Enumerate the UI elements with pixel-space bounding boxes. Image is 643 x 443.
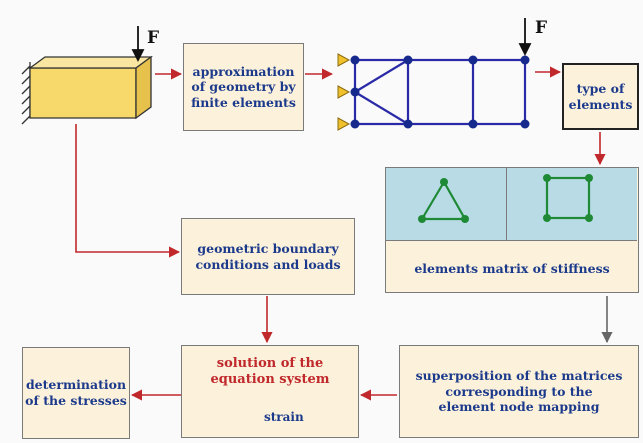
- solution-line: equation system: [210, 372, 330, 388]
- support-triangle: [337, 85, 351, 99]
- elements-matrix-caption: elements matrix of stiffness: [414, 260, 610, 276]
- determination-line: of the stresses: [25, 393, 127, 408]
- boundary-conditions-box: geometric boundary conditions and loads: [181, 218, 355, 295]
- support-triangle: [337, 53, 351, 67]
- fe-mesh: [353, 58, 527, 126]
- boundary-line: geometric boundary: [197, 240, 339, 256]
- mesh-node: [403, 119, 413, 129]
- triangle-cell: [386, 168, 507, 241]
- solution-line: solution of the: [216, 356, 324, 371]
- mesh-node: [350, 55, 360, 65]
- arrow-beam-to-boundary: [75, 124, 181, 258]
- strain-label: strain: [264, 410, 304, 424]
- support-triangle: [337, 117, 351, 131]
- mesh-node: [350, 119, 360, 129]
- mesh-force-label: F: [535, 18, 548, 38]
- superposition-box: superposition of the matrices correspond…: [399, 345, 639, 438]
- approximation-line: approximation: [192, 63, 295, 79]
- approximation-line: of geometry by: [191, 79, 296, 95]
- square-cell: [507, 168, 637, 241]
- beam-force-label: F: [147, 28, 160, 48]
- mesh-node: [350, 87, 360, 97]
- superposition-line: element node mapping: [438, 399, 600, 415]
- superposition-line: superposition of the matrices: [415, 368, 623, 384]
- mesh-nodes: [350, 55, 530, 129]
- boundary-line: conditions and loads: [195, 256, 341, 272]
- determination-line: determination: [25, 377, 127, 393]
- solution-box: solution of the equation system: [181, 345, 359, 438]
- mesh-supports: [337, 53, 351, 131]
- mesh-force-arrow: [518, 18, 532, 57]
- superposition-line: corresponding to the: [445, 383, 593, 399]
- mesh-node: [468, 55, 478, 65]
- type-of-elements-line: elements: [568, 96, 633, 112]
- approximation-box: approximation of geometry by finite elem…: [183, 43, 304, 131]
- type-of-elements-line: type of: [576, 80, 625, 96]
- mesh-node: [520, 119, 530, 129]
- type-of-elements-box: type of elements: [562, 63, 639, 130]
- mesh-node: [520, 55, 530, 65]
- mesh-node: [403, 55, 413, 65]
- beam-force-arrow: [131, 26, 145, 63]
- elements-matrix-box: elements matrix of stiffness: [385, 167, 639, 293]
- cantilever-beam: [28, 55, 153, 120]
- approximation-line: finite elements: [191, 94, 296, 110]
- wall-support: [21, 62, 31, 125]
- determination-box: determination of the stresses: [22, 347, 130, 439]
- mesh-node: [468, 119, 478, 129]
